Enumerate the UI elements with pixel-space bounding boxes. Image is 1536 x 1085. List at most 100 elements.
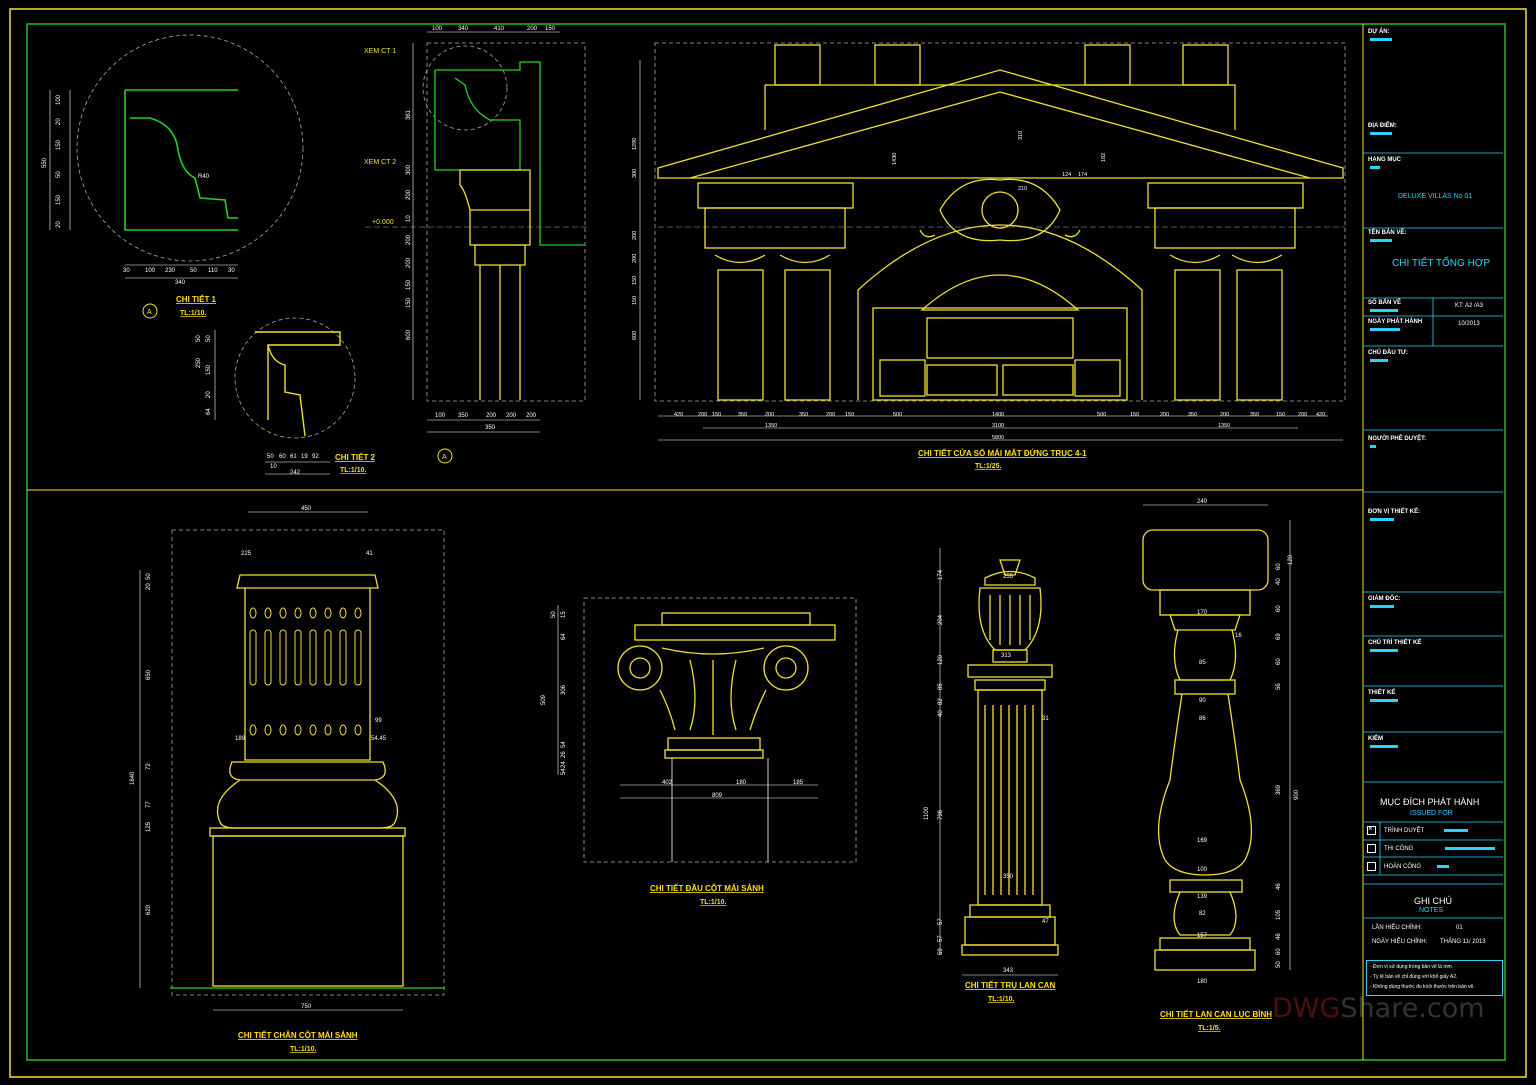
ct2-dim-h5: 92 [312, 454, 319, 460]
ct2-dim-h3: 61 [290, 454, 297, 460]
base-c: 99 [375, 718, 382, 724]
axis-marker-1: A [142, 303, 158, 319]
win-bot-16: 350 [1250, 412, 1259, 418]
ct1-dim-h3: 230 [165, 268, 176, 274]
check-bar [1370, 745, 1398, 748]
checkbox-checked[interactable] [1367, 824, 1376, 835]
win-v-5: 150 [632, 276, 638, 285]
location-value-bar [1370, 132, 1392, 135]
sec-v-8: 150 [406, 297, 412, 308]
win-bot-5: 200 [765, 412, 774, 418]
bal-v-8: 369 [1276, 784, 1282, 795]
sec-bot-4: 200 [506, 413, 517, 419]
purpose-option-2[interactable]: THI CÔNG [1367, 844, 1496, 853]
bal-v-6: 60 [1276, 658, 1282, 665]
bal-v-5: 69 [1276, 633, 1282, 640]
win-bot-2: 200 [698, 412, 707, 418]
bal-v-4: 60 [1276, 605, 1282, 612]
post-side: 31 [1042, 716, 1049, 722]
win-bot-13: 200 [1160, 412, 1169, 418]
cap-v-4: 306 [561, 684, 567, 695]
sec-v-1: 361 [406, 109, 412, 120]
lead-label: CHỦ TRÌ THIẾT KẾ [1368, 640, 1422, 646]
bal-w-7: 139 [1197, 894, 1208, 900]
baluster-scale: TL:1/5. [1198, 1025, 1221, 1032]
win-bot-12: 150 [1130, 412, 1139, 418]
window-elevation [639, 42, 1346, 441]
size-value: KT: A2 /A3 [1455, 303, 1484, 309]
revision-label: LẦN HIỆU CHỈNH: [1372, 925, 1423, 931]
issue-date-value: 10/2013 [1458, 321, 1480, 327]
base-v-5: 77 [146, 801, 152, 808]
win-sub-2: 3100 [992, 423, 1004, 429]
ct1-scale: TL:1/10. [180, 310, 207, 317]
post-v-7: 796 [938, 809, 944, 820]
win-bot-15: 200 [1220, 412, 1229, 418]
ct1-dim-total: 550 [42, 157, 48, 168]
checkbox-unchecked[interactable] [1367, 862, 1376, 871]
win-in-4: 124 [1062, 172, 1071, 178]
capital [557, 597, 857, 863]
win-bot-14: 350 [1188, 412, 1197, 418]
post-v-6: 40 [938, 710, 944, 717]
ct1-dim-v2: 20 [56, 118, 62, 125]
sec-v-3: 200 [406, 189, 412, 200]
purpose-option-3[interactable]: HOÀN CÔNG [1367, 862, 1450, 871]
cap-v-1: 50 [551, 611, 557, 618]
sec-v-6: 200 [406, 257, 412, 268]
base-bot: 750 [301, 1004, 312, 1010]
purpose-option-1[interactable]: TRÌNH DUYỆT [1367, 824, 1469, 835]
location-label: ĐỊA ĐIỂM: [1368, 123, 1397, 129]
inner-frame [26, 23, 1506, 1061]
item-label-bar [1370, 166, 1380, 169]
notes-subtitle: NOTES [1419, 907, 1444, 914]
base-b: 41 [366, 551, 373, 557]
ct1-dim-h5: 110 [208, 268, 218, 274]
win-bot-18: 200 [1298, 412, 1307, 418]
ct2-scale: TL:1/10. [340, 467, 367, 474]
post-v-4: 85 [938, 683, 944, 690]
base-total: 1640 [130, 771, 136, 785]
item-label: HẠNG MỤC [1368, 157, 1401, 163]
win-sub-1: 1350 [765, 423, 777, 429]
cap-v-8: 54 [561, 768, 567, 775]
col-base-title: CHI TIẾT CHÂN CỘT MÁI SẢNH [238, 1030, 358, 1040]
bal-w-4: 86 [1199, 716, 1206, 722]
bal-v-7: 56 [1276, 683, 1282, 690]
purpose-subtitle: ISSUED FOR [1410, 810, 1453, 817]
cap-w: 809 [712, 793, 723, 799]
bal-w-8: 82 [1199, 911, 1206, 917]
ct2-dim-total: 242 [290, 470, 301, 476]
issue-date-bar [1370, 328, 1400, 331]
ct2-dim-v1: 50 [206, 335, 212, 342]
win-total: 5800 [992, 435, 1004, 441]
design-bar [1370, 699, 1398, 702]
checkbox-unchecked[interactable] [1367, 844, 1376, 853]
axis-label-a1: A [147, 309, 152, 316]
bal-v-10: 105 [1276, 909, 1282, 920]
ct2-dim-h4: 19 [301, 454, 308, 460]
sec-top-4: 200 [527, 26, 538, 32]
project-value-bar [1370, 38, 1392, 41]
sheet-name-label: TÊN BẢN VẼ: [1368, 230, 1407, 236]
sec-v-4: 10 [406, 215, 412, 222]
win-bot-19: 420 [1316, 412, 1325, 418]
owner-label: CHỦ ĐẦU TƯ: [1368, 350, 1408, 356]
cap-h-3: 185 [793, 780, 804, 786]
post-v-10: 59 [938, 948, 944, 955]
bal-v-13: 50 [1276, 961, 1282, 968]
detail-2 [214, 317, 356, 475]
capital-scale: TL:1/10. [700, 899, 727, 906]
win-v-6: 150 [632, 296, 638, 305]
sec-top-5: 150 [545, 26, 556, 32]
title-block-lines [1363, 152, 1503, 919]
design-label: THIẾT KẾ [1368, 690, 1396, 696]
cap-v-5: 54 [561, 741, 567, 748]
project-label: DỰ ÁN: [1368, 29, 1390, 35]
cap-v-2: 15 [561, 611, 567, 618]
post-w: 350 [1003, 874, 1014, 880]
sec-bot-total: 350 [485, 425, 496, 431]
win-bot-9: 500 [893, 412, 902, 418]
bal-v-9: 46 [1276, 883, 1282, 890]
sheet-name-value: CHI TIẾT TỔNG HỢP [1392, 258, 1491, 269]
